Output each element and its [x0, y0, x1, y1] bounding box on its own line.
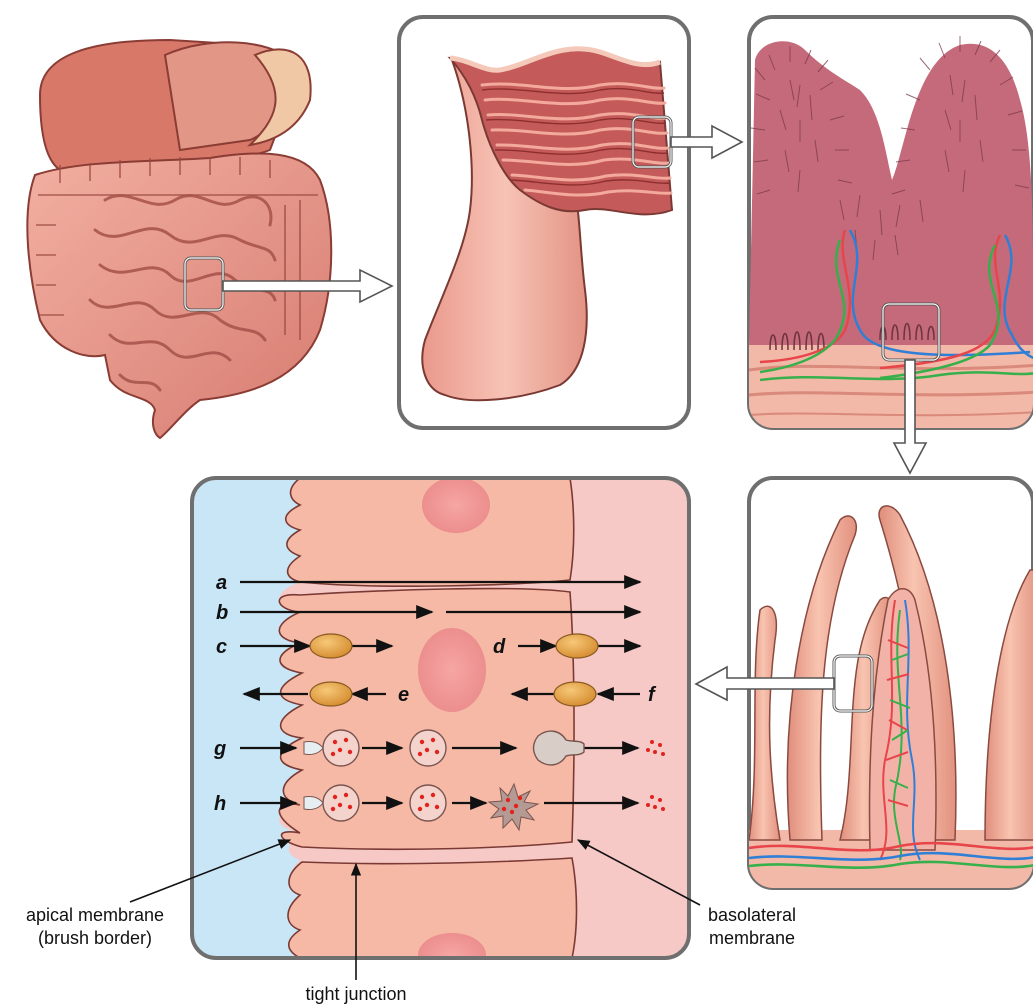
transporter-c-icon — [310, 634, 352, 658]
intestine-segment-panel — [399, 17, 689, 428]
membrane-label: membrane — [709, 928, 795, 948]
pathway-label-e: e — [398, 684, 409, 706]
pathway-label-h: h — [214, 793, 226, 815]
brush-border-label: (brush border) — [38, 928, 152, 948]
pathway-label-d: d — [493, 636, 506, 658]
transporter-e-icon — [310, 682, 352, 706]
digestive-tract-illustration — [27, 40, 331, 438]
tight-junction-label: tight junction — [305, 984, 406, 1004]
transporter-f-icon — [554, 682, 596, 706]
pathway-label-a: a — [216, 572, 227, 594]
pathway-label-b: b — [216, 602, 228, 624]
transporter-d-icon — [556, 634, 598, 658]
apical-membrane-label: apical membrane — [26, 905, 164, 925]
enterocyte-transport-panel: a b c d e f g h — [192, 477, 689, 977]
pathway-label-c: c — [216, 636, 227, 658]
pathway-label-g: g — [213, 738, 226, 760]
villi-panel — [749, 17, 1033, 435]
basolateral-label: basolateral — [708, 905, 796, 925]
